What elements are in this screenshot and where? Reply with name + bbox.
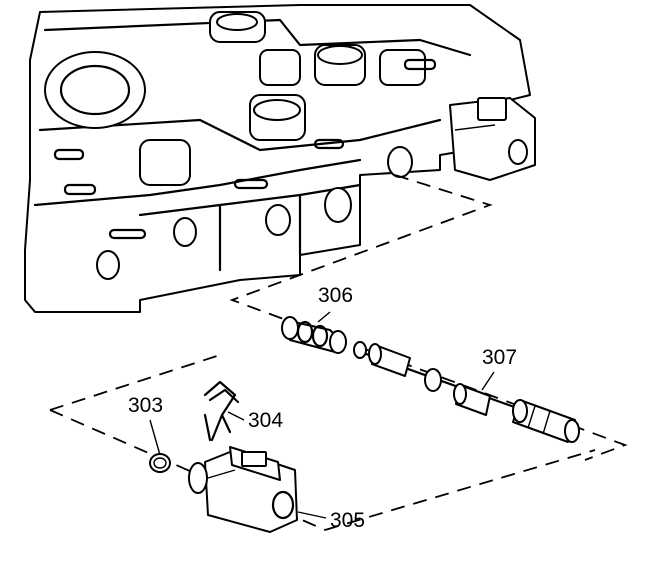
part-306-sleeve bbox=[281, 316, 347, 354]
callout-303: 303 bbox=[128, 394, 164, 417]
part-305-solenoid bbox=[188, 446, 298, 533]
exploded-boundary-upper bbox=[229, 174, 628, 461]
callout-305: 305 bbox=[330, 509, 366, 532]
part-307-valve-spool bbox=[353, 341, 580, 443]
part-304-retaining-clip bbox=[203, 380, 240, 442]
callout-307: 307 bbox=[482, 346, 518, 369]
callout-304: 304 bbox=[248, 409, 284, 432]
part-303-o-ring bbox=[149, 453, 171, 473]
valve-body bbox=[24, 4, 536, 313]
callout-306: 306 bbox=[318, 284, 354, 307]
exploded-boundary-lower bbox=[49, 354, 596, 531]
leader-lines bbox=[149, 311, 495, 519]
